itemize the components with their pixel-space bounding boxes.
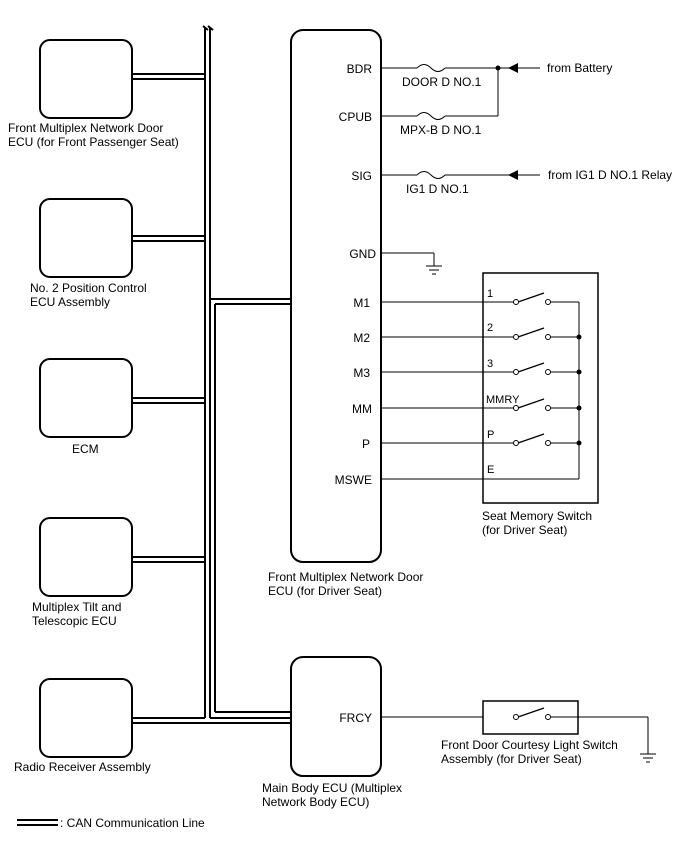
seat-memory-switch: Seat Memory Switch (for Driver Seat) 1 2…	[381, 272, 599, 537]
svg-text:CPUB: CPUB	[339, 110, 372, 124]
svg-text:MPX-B D NO.1: MPX-B D NO.1	[400, 123, 482, 137]
ecu-radio-receiver: Radio Receiver Assembly	[14, 678, 151, 774]
svg-text:from IG1 D NO.1 Relay: from IG1 D NO.1 Relay	[548, 168, 672, 182]
svg-text:ECU (for Driver Seat): ECU (for Driver Seat)	[268, 584, 382, 598]
svg-text:Telescopic ECU: Telescopic ECU	[32, 614, 117, 628]
svg-text:ECU Assembly: ECU Assembly	[30, 295, 110, 309]
svg-text:P: P	[362, 437, 370, 451]
ecu-main-body: FRCY Main Body ECU (Multiplex Network Bo…	[262, 656, 402, 809]
svg-text:Network Body ECU): Network Body ECU)	[262, 795, 369, 809]
svg-text:DOOR D NO.1: DOOR D NO.1	[402, 75, 482, 89]
svg-text:Seat Memory Switch: Seat Memory Switch	[482, 509, 592, 523]
svg-text:No. 2 Position Control: No. 2 Position Control	[30, 281, 147, 295]
svg-text:Front Multiplex Network Door: Front Multiplex Network Door	[8, 121, 163, 135]
ecu-position-control: No. 2 Position Control ECU Assembly	[30, 198, 147, 309]
svg-text:M1: M1	[353, 296, 370, 310]
courtesy-light-switch: Front Door Courtesy Light Switch Assembl…	[381, 700, 656, 766]
svg-text:SIG: SIG	[351, 169, 372, 183]
power-wiring: DOOR D NO.1 from Battery MPX-B D NO.1 IG…	[381, 61, 672, 275]
svg-text:Radio Receiver Assembly: Radio Receiver Assembly	[14, 760, 151, 774]
svg-text:: CAN Communication Line: : CAN Communication Line	[60, 816, 205, 830]
svg-text:Front Multiplex Network Door: Front Multiplex Network Door	[268, 570, 423, 584]
svg-text:Assembly (for Driver Seat): Assembly (for Driver Seat)	[441, 752, 582, 766]
ecu-ecm: ECM	[39, 358, 133, 456]
svg-text:IG1 D NO.1: IG1 D NO.1	[406, 182, 469, 196]
svg-text:Front Door Courtesy Light Swit: Front Door Courtesy Light Switch	[441, 738, 618, 752]
svg-text:GND: GND	[349, 247, 376, 261]
svg-text:ECM: ECM	[72, 442, 99, 456]
svg-text:E: E	[487, 464, 494, 476]
svg-text:MSWE: MSWE	[335, 473, 372, 487]
can-bus	[133, 25, 291, 724]
ecu-driver-door: Front Multiplex Network Door ECU (for Dr…	[268, 29, 423, 598]
svg-text:P: P	[487, 429, 494, 441]
ecu-tilt-telescopic: Multiplex Tilt and Telescopic ECU	[32, 517, 133, 628]
svg-text:Main Body ECU (Multiplex: Main Body ECU (Multiplex	[262, 781, 402, 795]
svg-text:from Battery: from Battery	[547, 61, 612, 75]
svg-text:MMRY: MMRY	[486, 394, 520, 406]
svg-text:MM: MM	[352, 402, 372, 416]
legend: : CAN Communication Line	[17, 816, 205, 830]
svg-text:M2: M2	[353, 331, 370, 345]
svg-text:FRCY: FRCY	[339, 711, 372, 725]
ecu-front-passenger-door: Front Multiplex Network Door ECU (for Fr…	[8, 39, 179, 149]
svg-text:ECU (for Front Passenger Seat): ECU (for Front Passenger Seat)	[8, 135, 179, 149]
svg-text:3: 3	[487, 358, 493, 370]
svg-text:(for Driver Seat): (for Driver Seat)	[482, 523, 567, 537]
svg-text:2: 2	[487, 322, 493, 334]
svg-text:Multiplex Tilt and: Multiplex Tilt and	[32, 600, 121, 614]
svg-text:BDR: BDR	[347, 62, 373, 76]
svg-text:M3: M3	[353, 366, 370, 380]
svg-text:1: 1	[487, 288, 493, 300]
